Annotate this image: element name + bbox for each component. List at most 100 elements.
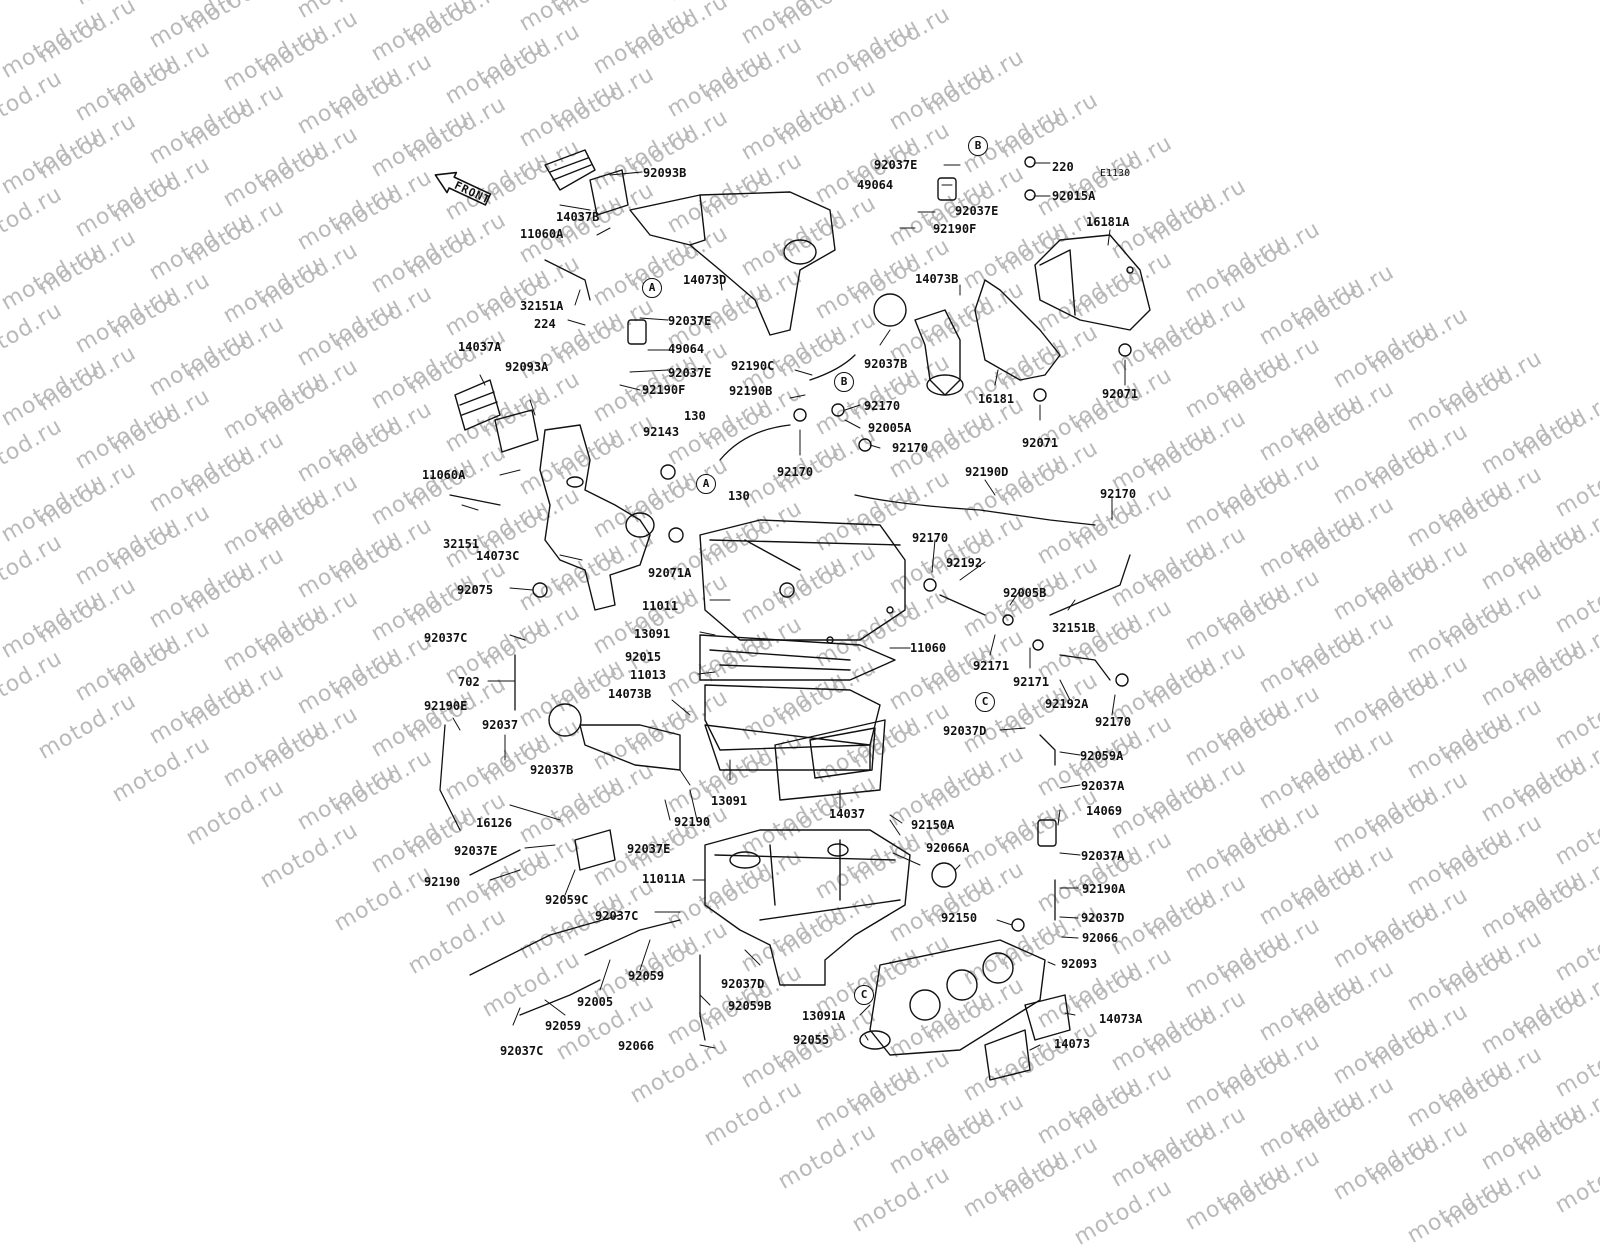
- part-label: 92037B: [530, 763, 574, 777]
- part-label: 92037E: [454, 844, 498, 858]
- part-label: 92093A: [505, 360, 549, 374]
- part-label: 92066: [1082, 931, 1119, 945]
- part-label: 14073D: [683, 273, 727, 287]
- callout-c: C: [854, 985, 874, 1005]
- filter-element: [699, 634, 896, 801]
- part-label: 92037: [482, 718, 519, 732]
- part-label: 92093B: [643, 166, 687, 180]
- part-label: 92037A: [1081, 779, 1125, 793]
- part-label: 92190D: [965, 465, 1009, 479]
- part-label: 13091: [634, 627, 671, 641]
- part-label: 14037A: [458, 340, 502, 354]
- part-label: 92037C: [424, 631, 468, 645]
- leader-lines: [452, 162, 1126, 1051]
- part-label: 14069: [1086, 804, 1123, 818]
- part-label: 92170: [892, 441, 929, 455]
- part-label: 130: [684, 409, 706, 423]
- part-label: 92190E: [424, 699, 468, 713]
- part-label: 13091: [711, 794, 748, 808]
- part-label: 92190B: [729, 384, 773, 398]
- throttle-body: [859, 939, 1071, 1081]
- part-label: 92037A: [1081, 849, 1125, 863]
- diagram-code: E1130: [1100, 168, 1131, 179]
- part-label: 92005B: [1003, 586, 1047, 600]
- part-label: 130: [728, 489, 750, 503]
- intake-duct-upper: [629, 191, 836, 336]
- part-label: 92150A: [911, 818, 955, 832]
- side-cover-middle: [974, 279, 1061, 381]
- part-label: 92190: [424, 875, 461, 889]
- part-label: 16181A: [1086, 215, 1130, 229]
- part-label: 92171: [1013, 675, 1050, 689]
- part-label: 92190: [674, 815, 711, 829]
- part-label: 92037E: [955, 204, 999, 218]
- part-label: 92059: [628, 969, 665, 983]
- part-label: 92066: [618, 1039, 655, 1053]
- part-label: 49064: [857, 178, 894, 192]
- part-label: 92015: [625, 650, 662, 664]
- part-label: 92059B: [728, 999, 772, 1013]
- part-label: 92190F: [642, 383, 686, 397]
- part-label: 92170: [912, 531, 949, 545]
- side-cover-right: [1034, 234, 1151, 331]
- part-label: 92192A: [1045, 697, 1089, 711]
- part-label: 92190A: [1082, 882, 1126, 896]
- part-label: 14037B: [556, 210, 600, 224]
- part-label: 92037C: [595, 909, 639, 923]
- part-label: 11011: [642, 599, 679, 613]
- part-label: 92170: [1095, 715, 1132, 729]
- part-label: 92170: [777, 465, 814, 479]
- part-label: 11011A: [642, 872, 686, 886]
- part-label: 92037D: [1081, 911, 1125, 925]
- hoses: [439, 259, 1131, 1041]
- part-label: 92170: [864, 399, 901, 413]
- part-label: 220: [1052, 160, 1074, 174]
- part-label: 92059: [545, 1019, 582, 1033]
- part-label: 14073B: [915, 272, 959, 286]
- part-label: 92015A: [1052, 189, 1096, 203]
- part-label: 224: [534, 317, 556, 331]
- part-label: 92059C: [545, 893, 589, 907]
- part-label: 11060A: [520, 227, 564, 241]
- part-label: 32151: [443, 537, 480, 551]
- part-label: 11013: [630, 668, 667, 682]
- part-label: 92150: [941, 911, 978, 925]
- front-arrow-shape: [434, 171, 492, 206]
- part-label: 92192: [946, 556, 983, 570]
- grille-left: [454, 379, 539, 453]
- callout-b: B: [968, 136, 988, 156]
- duct-bend-lower: [548, 703, 681, 771]
- part-label: 92071: [1102, 387, 1139, 401]
- part-label: 92171: [973, 659, 1010, 673]
- air-cleaner-lower: [704, 829, 911, 986]
- grille-upper: [544, 149, 629, 216]
- callout-a: A: [642, 278, 662, 298]
- part-label: 702: [458, 675, 480, 689]
- part-label: 32151B: [1052, 621, 1096, 635]
- parts-line-art: [434, 149, 1151, 1081]
- part-label: 14073C: [476, 549, 520, 563]
- part-label: 92055: [793, 1033, 830, 1047]
- part-label: 16126: [476, 816, 513, 830]
- part-label: 16181: [978, 392, 1015, 406]
- part-label: 92037D: [943, 724, 987, 738]
- part-label: 92071: [1022, 436, 1059, 450]
- part-label: 14073B: [608, 687, 652, 701]
- callout-c: C: [975, 692, 995, 712]
- part-label: 49064: [668, 342, 705, 356]
- part-label: 92005A: [868, 421, 912, 435]
- part-label: 92037E: [668, 314, 712, 328]
- part-label: 92071A: [648, 566, 692, 580]
- part-label: 92037D: [721, 977, 765, 991]
- part-label: 14073: [1054, 1037, 1091, 1051]
- part-label: 92037E: [874, 158, 918, 172]
- air-cleaner-cover: [699, 519, 906, 644]
- part-label: 92093: [1061, 957, 1098, 971]
- part-label: 11060A: [422, 468, 466, 482]
- part-label: 92143: [643, 425, 680, 439]
- part-label: 32151A: [520, 299, 564, 313]
- part-label: 92005: [577, 995, 614, 1009]
- part-label: 92190C: [731, 359, 775, 373]
- part-label: 11060: [910, 641, 947, 655]
